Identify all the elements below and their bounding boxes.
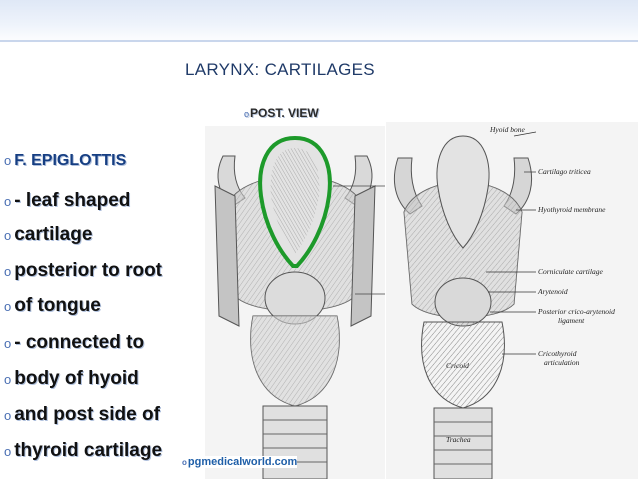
header-band <box>0 0 638 44</box>
bullet-text: and post side of <box>14 404 160 425</box>
bullet-marker: o <box>4 444 12 459</box>
label-cricoid: Cricoid <box>446 361 469 370</box>
bullet-text: body of hyoid <box>14 368 139 389</box>
label-hyothyroid-membrane: Hyothyroid membrane <box>537 205 606 214</box>
bullet-text: posterior to root <box>14 260 163 281</box>
label-arytenoid: Arytenoid <box>537 287 568 296</box>
bullet-marker: o <box>4 336 12 351</box>
label-posterior-crico-arytenoid: Posterior crico-arytenoid <box>537 307 615 316</box>
bullet-text: of tongue <box>14 295 101 316</box>
bullet-marker: o <box>4 372 12 387</box>
bullet-item: o- connected to <box>4 332 144 354</box>
footer-text: pgmedicalworld.com <box>187 456 298 468</box>
subtitle-bullet-marker: o <box>244 109 250 119</box>
label-hyoid-bone: Hyoid bone <box>489 125 525 134</box>
bullet-text: cartilage <box>14 224 93 245</box>
bullet-text: thyroid cartilage <box>14 440 163 461</box>
footer-bullet-marker: o <box>182 458 187 467</box>
label-cricothyroid: Cricothyroid <box>538 349 577 358</box>
larynx-posterior-image-left <box>205 126 385 479</box>
subtitle: oPOST. VIEW <box>244 106 319 120</box>
bullet-marker: o <box>4 408 12 423</box>
bullet-marker: o <box>4 153 12 168</box>
header-rule <box>0 40 638 42</box>
footer-watermark: opgmedicalworld.com <box>182 456 298 468</box>
label-cartilago-triticea: Cartilago triticea <box>538 167 591 176</box>
subtitle-text: POST. VIEW <box>250 106 319 120</box>
bullet-marker: o <box>4 299 12 314</box>
label-trachea: Trachea <box>446 435 471 444</box>
bullet-marker: o <box>4 194 12 209</box>
bullet-text: - connected to <box>14 332 145 353</box>
label-corniculate-cartilage: Corniculate cartilage <box>538 267 603 276</box>
bullet-item: o- leaf shaped <box>4 190 130 212</box>
slide-title: LARYNX: CARTILAGES <box>185 60 375 79</box>
label-ligament: ligament <box>558 316 585 325</box>
bullet-text: - leaf shaped <box>14 190 131 211</box>
label-articulation: articulation <box>544 358 580 367</box>
bullet-marker: o <box>4 264 12 279</box>
bullet-text: F. EPIGLOTTIS <box>14 152 127 169</box>
bullet-marker: o <box>4 228 12 243</box>
larynx-labeled-image-right: Hyoid bone Cartilago triticea Hyothyroid… <box>386 122 638 479</box>
